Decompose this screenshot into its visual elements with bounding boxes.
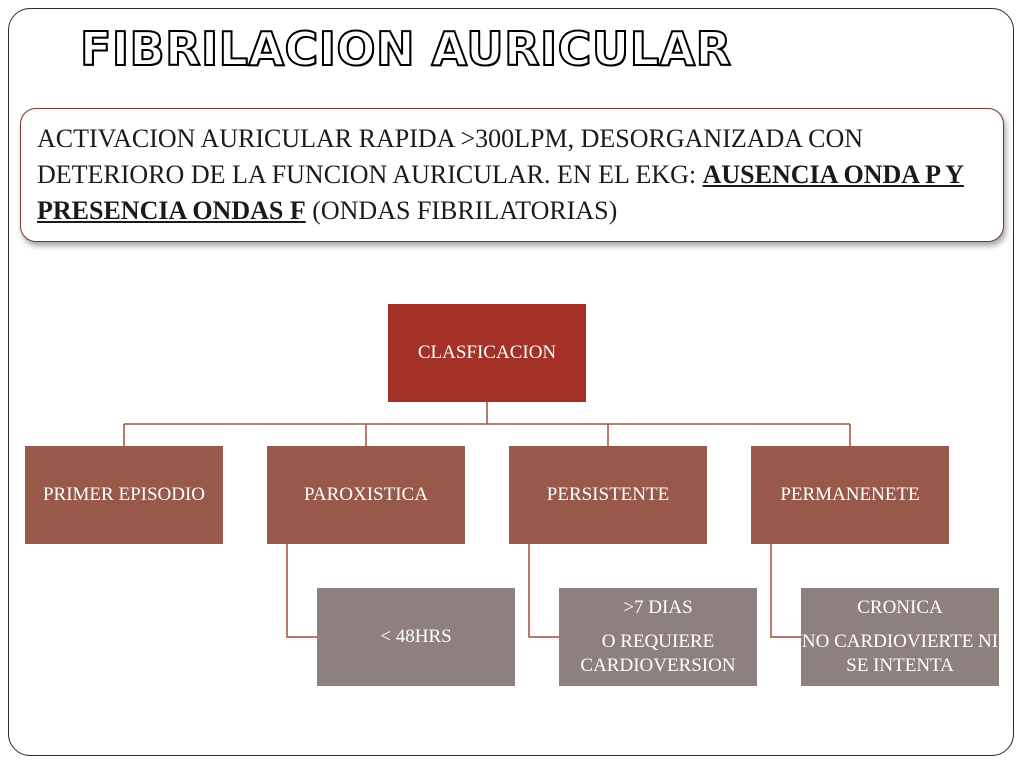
category-label: PRIMER EPISODIO (42, 484, 206, 505)
slide-title: FIBRILACION AURICULAR (79, 21, 732, 77)
elbow-paroxistica (286, 544, 317, 638)
category-label: PERMANENETE (780, 484, 920, 505)
category-node-paroxistica: PAROXISTICA (267, 446, 465, 544)
root-node-clasificacion: CLASFICACION (388, 304, 586, 402)
definition-text-end: (ONDAS FIBRILATORIAS) (305, 196, 618, 225)
elbow-persistente (528, 544, 559, 638)
detail-line: CRONICA (857, 597, 943, 618)
detail-line: NO CARDIOVIERTE NI SE INTENTA (801, 631, 999, 676)
root-node-label: CLASFICACION (417, 342, 557, 363)
detail-line: >7 DIAS (623, 597, 693, 618)
category-label: PAROXISTICA (304, 484, 428, 505)
category-node-permanente: PERMANENETE (751, 446, 949, 544)
detail-line: < 48HRS (380, 626, 452, 647)
category-node-primer-episodio: PRIMER EPISODIO (25, 446, 223, 544)
detail-line: O REQUIERE CARDIOVERSION (580, 631, 736, 676)
definition-box: ACTIVACION AURICULAR RAPIDA >300LPM, DES… (20, 108, 1004, 242)
definition-emphasis: AUSENCIA ONDA P Y PRESENCIA ONDAS F (37, 160, 964, 225)
elbow-permanente (770, 544, 801, 638)
definition-text: ACTIVACION AURICULAR RAPIDA >300LPM, DES… (37, 124, 864, 189)
category-node-persistente: PERSISTENTE (509, 446, 707, 544)
detail-node-paroxistica: < 48HRS (317, 588, 515, 686)
detail-node-permanente: CRONICA NO CARDIOVIERTE NI SE INTENTA (801, 588, 999, 686)
category-label: PERSISTENTE (546, 484, 670, 505)
detail-node-persistente: >7 DIAS O REQUIERE CARDIOVERSION (559, 588, 757, 686)
